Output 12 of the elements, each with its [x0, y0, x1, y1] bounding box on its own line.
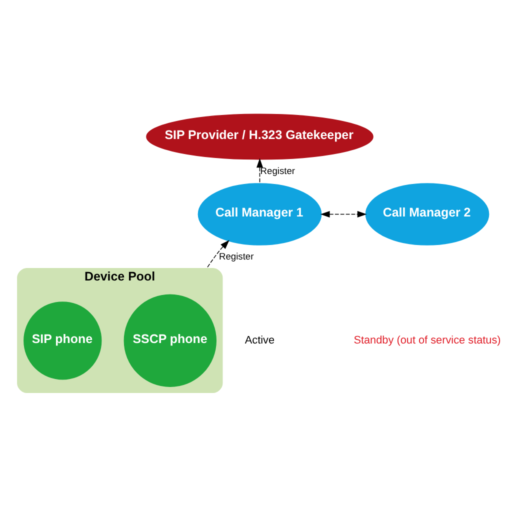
node-ellipse: Call Manager 1 [198, 183, 322, 246]
node-circle: SIP phone [24, 302, 102, 380]
edge-label: Register [219, 252, 254, 262]
node-circle: SSCP phone [124, 294, 216, 387]
node-ellipse: Call Manager 2 [365, 183, 490, 246]
arrow [206, 240, 230, 269]
node-ellipse: SIP Provider / H.323 Gatekeeper [146, 114, 374, 160]
edge-label: Register [260, 166, 296, 176]
arrow [320, 210, 367, 218]
arrow [256, 158, 264, 184]
label: Active [244, 334, 275, 347]
label: Standby (out of service status) [354, 334, 501, 347]
